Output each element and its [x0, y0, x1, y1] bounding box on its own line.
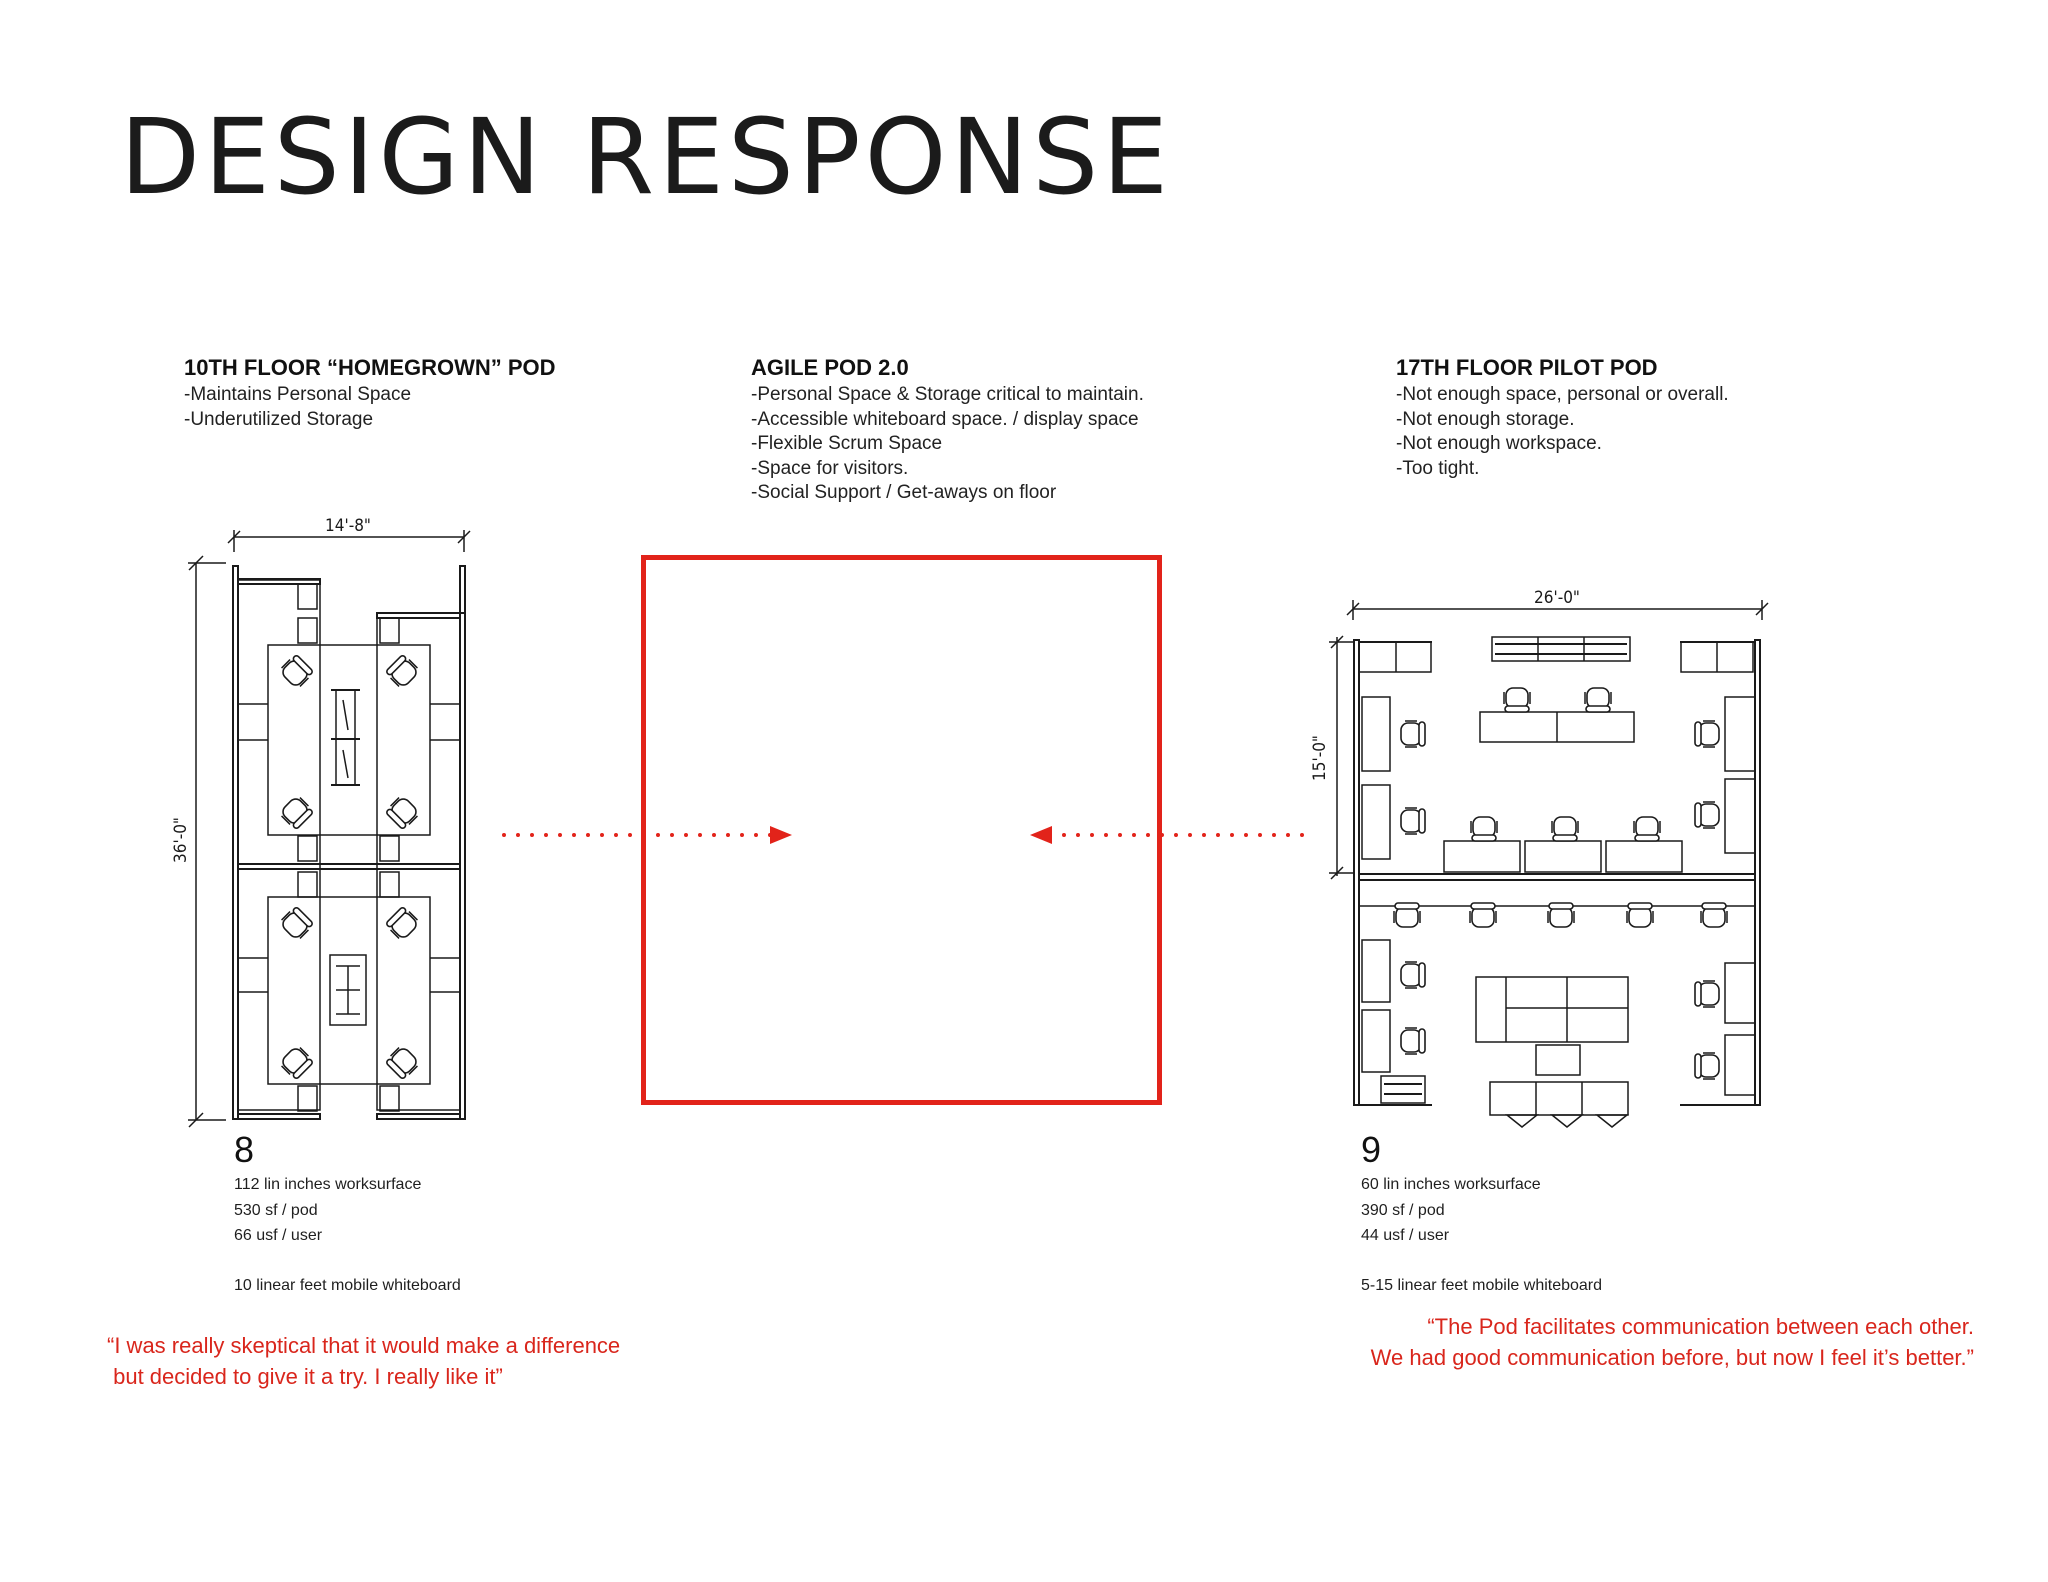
right-quote-line: “The Pod facilitates communication betwe…	[1427, 1314, 1974, 1339]
center-pod-description: AGILE POD 2.0 -Personal Space & Storage …	[751, 355, 1144, 506]
left-upper-desk-cluster	[267, 644, 431, 836]
chair-icon	[281, 655, 313, 687]
chair-icon	[1400, 1027, 1426, 1055]
right-pod-description: 17TH FLOOR PILOT POD -Not enough space, …	[1396, 355, 1729, 481]
left-whiteboard-note: 10 linear feet mobile whiteboard	[234, 1276, 461, 1294]
right-metric: 390 sf / pod	[1361, 1201, 1445, 1219]
chair-icon	[386, 907, 418, 939]
center-pod-bullet: -Space for visitors.	[751, 457, 909, 479]
chair-icon	[1547, 902, 1575, 928]
center-pod-bullet: -Social Support / Get-aways on floor	[751, 482, 1057, 503]
right-whiteboard-note: 5-15 linear feet mobile whiteboard	[1361, 1276, 1603, 1294]
chair-icon	[281, 907, 313, 939]
left-quote-line: but decided to give it a try. I really l…	[107, 1364, 503, 1389]
right-pod-metrics: 9 60 lin inches worksurface 390 sf / pod…	[1361, 1130, 1602, 1298]
chair-icon	[1700, 902, 1728, 928]
chair-icon	[1400, 807, 1426, 835]
right-metric: 60 lin inches worksurface	[1361, 1176, 1541, 1193]
left-storage-units	[297, 583, 400, 1112]
right-quote-line: We had good communication before, but no…	[1370, 1345, 1974, 1370]
left-quote-line: “I was really skeptical that it would ma…	[107, 1333, 621, 1358]
chair-icon	[281, 1047, 313, 1079]
left-pod-bullet: -Underutilized Storage	[184, 408, 374, 430]
chair-icon	[1584, 687, 1612, 713]
left-pod-panels	[232, 565, 466, 1120]
chair-icon	[1400, 961, 1426, 989]
right-storage-units	[1358, 641, 1756, 1096]
right-pod-bullet: -Not enough storage.	[1396, 408, 1575, 430]
right-quote: “The Pod facilitates communication betwe…	[1371, 1311, 1974, 1373]
left-pod-bullet: -Maintains Personal Space	[184, 384, 412, 405]
chair-icon	[1551, 816, 1579, 842]
page-title: DESIGN RESPONSE	[120, 96, 1173, 218]
left-pod-number: 8	[234, 1129, 255, 1170]
center-pod-bullet: -Personal Space & Storage critical to ma…	[751, 384, 1144, 405]
right-pod-bullet: -Not enough space, personal or overall.	[1396, 384, 1729, 405]
center-pod-bullet: -Accessible whiteboard space. / display …	[751, 408, 1139, 430]
left-pod-description: 10TH FLOOR “HOMEGROWN” POD -Maintains Pe…	[184, 355, 556, 432]
chair-icon	[386, 797, 418, 829]
left-width-label: 14'-8"	[325, 516, 371, 536]
center-pod-heading: AGILE POD 2.0	[751, 355, 909, 380]
chair-icon	[1694, 720, 1720, 748]
chair-icon	[1469, 902, 1497, 928]
right-chairs	[1393, 687, 1728, 1080]
left-metric: 66 usf / user	[234, 1227, 323, 1244]
left-height-dimension: 36'-0"	[171, 555, 226, 1128]
chair-icon	[386, 655, 418, 687]
center-pod-bullet: -Flexible Scrum Space	[751, 433, 943, 454]
right-pod-heading: 17TH FLOOR PILOT POD	[1396, 355, 1658, 380]
right-pod-number: 9	[1361, 1129, 1382, 1170]
chair-icon	[386, 1047, 418, 1079]
left-metric: 112 lin inches worksurface	[234, 1176, 422, 1193]
chair-icon	[1694, 801, 1720, 829]
chair-icon	[1694, 980, 1720, 1008]
right-height-dimension: 15'-0"	[1310, 635, 1355, 880]
left-arrow	[502, 826, 792, 844]
left-floor-plan: 14'-8" 36'-0"	[171, 516, 471, 1128]
chair-icon	[1626, 902, 1654, 928]
right-floor-plan: 26'-0" 15'-0"	[1310, 588, 1769, 1128]
right-pod-walls	[1353, 639, 1761, 1106]
right-width-label: 26'-0"	[1534, 588, 1580, 608]
chair-icon	[281, 797, 313, 829]
left-upper-whiteboard	[331, 689, 360, 786]
chair-icon	[1633, 816, 1661, 842]
left-height-label: 36'-0"	[171, 817, 191, 863]
left-quote: “I was really skeptical that it would ma…	[107, 1330, 620, 1392]
chair-icon	[1393, 902, 1421, 928]
right-pod-bullet: -Not enough workspace.	[1396, 433, 1602, 454]
right-whiteboards	[1380, 636, 1631, 1104]
agile-pod-frame	[641, 555, 1162, 1105]
right-pod-bullet: -Too tight.	[1396, 457, 1480, 479]
left-chairs	[281, 655, 418, 1079]
right-metric: 44 usf / user	[1361, 1227, 1450, 1244]
chair-icon	[1400, 720, 1426, 748]
left-lower-whiteboard	[329, 954, 367, 1026]
right-arrow	[1030, 826, 1312, 844]
chair-icon	[1470, 816, 1498, 842]
chair-icon	[1503, 687, 1531, 713]
right-height-label: 15'-0"	[1310, 735, 1330, 781]
left-pod-heading: 10TH FLOOR “HOMEGROWN” POD	[184, 355, 556, 380]
right-width-dimension: 26'-0"	[1346, 588, 1769, 620]
left-pod-metrics: 8 112 lin inches worksurface 530 sf / po…	[234, 1130, 461, 1298]
chair-icon	[1694, 1052, 1720, 1080]
left-lower-desk-cluster	[267, 896, 431, 1085]
left-width-dimension: 14'-8"	[227, 516, 471, 552]
left-metric: 530 sf / pod	[234, 1201, 318, 1219]
